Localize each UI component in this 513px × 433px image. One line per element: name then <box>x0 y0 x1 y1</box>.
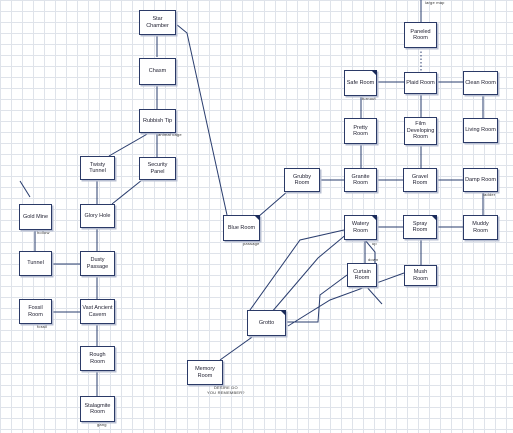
note-hollow: hollow <box>37 230 50 235</box>
path-watery-grotto <box>270 232 349 314</box>
room-grotto[interactable]: Grotto <box>247 310 286 336</box>
room-mush-room[interactable]: Mush Room <box>404 265 437 286</box>
room-dusty-passage[interactable]: Dusty Passage <box>80 251 115 276</box>
room-clean-room[interactable]: Clean Room <box>463 71 498 95</box>
note-up: up <box>372 241 377 246</box>
room-blue-room[interactable]: Blue Room <box>223 215 260 241</box>
note-passage: passage <box>243 241 260 246</box>
path-curtain-grotto <box>286 274 348 323</box>
note-large-map: large map <box>425 0 445 5</box>
room-muddy-room[interactable]: Muddy Room <box>463 215 498 240</box>
note-ladder: ladder <box>483 192 496 197</box>
room-star-chamber[interactable]: Star Chamber <box>139 10 176 35</box>
note-gang: gang <box>97 422 107 427</box>
path-blue-grubby <box>257 190 289 218</box>
room-fossil-room[interactable]: Fossil Room <box>19 299 52 324</box>
path-curtain-out <box>364 284 383 305</box>
room-spray-room[interactable]: Spray Room <box>403 215 437 239</box>
path-security-glory <box>111 179 143 205</box>
room-safe-room[interactable]: Safe Room <box>344 70 377 96</box>
note-down: down <box>368 257 379 262</box>
room-memory-room[interactable]: Memory Room <box>187 360 223 385</box>
room-watery-room[interactable]: Watery Room <box>344 215 377 240</box>
path-gold-up <box>19 180 31 198</box>
room-paneled-room[interactable]: Paneled Room <box>404 22 437 48</box>
room-gravel-room[interactable]: Gravel Room <box>403 168 437 192</box>
room-grubby-room[interactable]: Grubby Room <box>284 168 320 192</box>
room-chasm[interactable]: Chasm <box>139 58 176 85</box>
room-plaid-room[interactable]: Plaid Room <box>404 72 437 94</box>
path-mush-grotto <box>287 272 405 327</box>
room-security-panel[interactable]: Security Panel <box>139 157 176 180</box>
room-living-room[interactable]: Living Room <box>463 118 498 143</box>
room-tunnel[interactable]: Tunnel <box>19 251 52 276</box>
room-gold-mine[interactable]: Gold Mine <box>19 204 52 230</box>
room-rough-room[interactable]: Rough Room <box>80 346 115 371</box>
path-star-blue <box>175 23 228 216</box>
path-grotto-memory <box>219 334 256 361</box>
room-curtain-room[interactable]: Curtain Room <box>347 263 377 287</box>
note-fossil: fossil <box>37 324 48 329</box>
room-rubbish-tip[interactable]: Rubbish Tip <box>139 109 176 133</box>
room-stalagmite-room[interactable]: Stalagmite Room <box>80 396 115 422</box>
room-twisty-tunnel[interactable]: Twisty Tunnel <box>80 156 115 180</box>
path-watery-grotto-2 <box>249 229 345 323</box>
room-film-developing-room[interactable]: Film Developing Room <box>404 117 437 145</box>
room-glory-hole[interactable]: Glory Hole <box>80 204 115 228</box>
note-turnout: turnout <box>362 96 376 101</box>
note-animal-cage: animal cage <box>158 132 182 137</box>
note-desire-do-you-remember: DESIRE DO YOU REMEMBER? <box>207 385 245 395</box>
path-watery-curtain-down <box>364 239 376 266</box>
room-pretty-room[interactable]: Pretty Room <box>344 118 377 144</box>
path-rubbish-twisty <box>108 132 150 157</box>
room-damp-room[interactable]: Damp Room <box>463 168 498 192</box>
room-granite-room[interactable]: Granite Room <box>344 168 377 192</box>
room-vast-ancient-cavern[interactable]: Vast Ancient Cavern <box>80 299 115 324</box>
